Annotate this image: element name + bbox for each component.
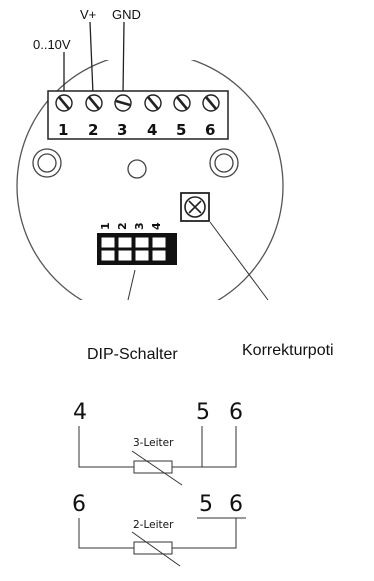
terminal-number: 4 (73, 400, 87, 425)
screw-icon (202, 94, 220, 112)
wire-3-leiter-right (172, 426, 237, 468)
terminal-number: 5 (196, 400, 210, 425)
dip-number: 1 (99, 222, 112, 230)
mounting-hole-left (32, 148, 62, 178)
caption-correction-poti: Korrekturpoti (242, 342, 334, 359)
label-vplus: V+ (80, 7, 96, 22)
terminal-number: 6 (229, 400, 243, 425)
terminal-screws (55, 94, 220, 112)
dip-number: 2 (116, 222, 129, 230)
terminal-number: 6 (205, 121, 215, 139)
terminal-number: 6 (72, 492, 86, 517)
label-2-leiter: 2-Leiter (133, 519, 174, 531)
label-signal-0-10v: 0..10V (33, 37, 71, 52)
terminal-number: 2 (88, 121, 98, 139)
terminal-number: 6 (229, 492, 243, 517)
dip-number: 3 (133, 222, 146, 230)
screw-icon (114, 94, 132, 112)
mounting-hole-right (209, 148, 239, 178)
caption-dip-switch: DIP-Schalter (87, 346, 178, 363)
sensor-resistor-slash (131, 531, 181, 567)
wire-2-leiter-left (78, 518, 134, 549)
screw-icon (85, 94, 103, 112)
dip-number: 4 (150, 222, 163, 230)
terminal-number: 5 (176, 121, 186, 139)
sensor-resistor-slash (131, 450, 183, 486)
wire-3-leiter-left (78, 426, 134, 468)
three-wire-connection: 4 5 6 3-Leiter (73, 400, 243, 486)
label-gnd: GND (112, 7, 141, 22)
screw-icon (173, 94, 191, 112)
center-hole (127, 159, 147, 179)
wire-gnd (122, 21, 125, 95)
terminal-number: 1 (58, 121, 68, 139)
terminal-block (47, 90, 229, 140)
terminal-number: 4 (147, 121, 157, 139)
label-3-leiter: 3-Leiter (133, 437, 174, 449)
wire-2-leiter-right (172, 518, 237, 549)
terminal-number: 5 (199, 492, 213, 517)
screw-icon (144, 94, 162, 112)
housing-outline (16, 60, 284, 300)
sensor-resistor-icon (133, 460, 173, 474)
leader-line-dip (127, 269, 136, 301)
leader-line-poti (209, 221, 269, 301)
screw-icon (55, 94, 73, 112)
terminal-number: 3 (117, 121, 127, 139)
wire-vplus (89, 21, 94, 95)
dip-switch-block (97, 233, 177, 265)
sensor-resistor-icon (133, 541, 173, 555)
two-wire-connection: 6 5 6 2-Leiter (72, 492, 246, 567)
potentiometer-icon (180, 192, 210, 222)
